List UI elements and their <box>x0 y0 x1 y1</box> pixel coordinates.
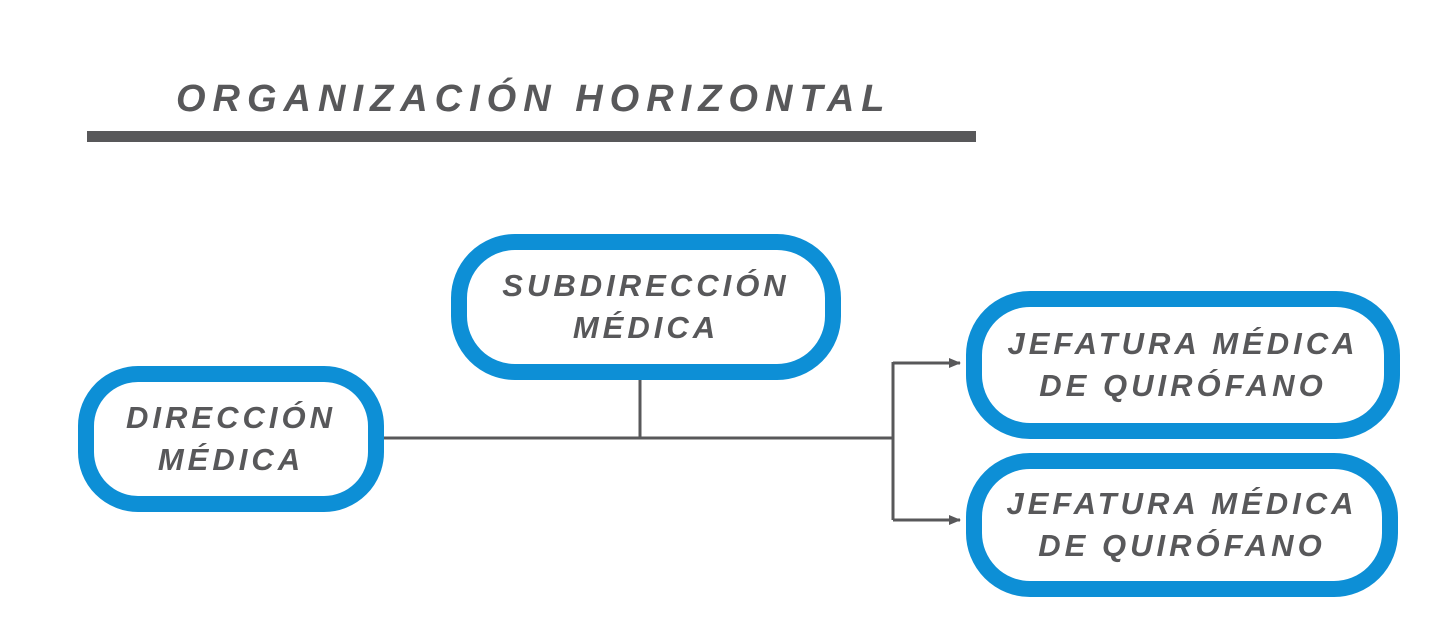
jefatura-quirofano-label-2: JEFATURA MÉDICA DE QUIRÓFANO <box>1006 486 1358 563</box>
title-underline <box>87 131 976 142</box>
subdireccion-medica-node: SUBDIRECCIÓN MÉDICA <box>451 234 841 380</box>
direccion-medica-node: DIRECCIÓN MÉDICA <box>78 366 384 512</box>
jefatura-quirofano-label-1: JEFATURA MÉDICA DE QUIRÓFANO <box>1007 326 1359 403</box>
jefatura-quirofano-node-2: JEFATURA MÉDICA DE QUIRÓFANO <box>966 453 1398 597</box>
subdireccion-medica-label: SUBDIRECCIÓN MÉDICA <box>502 268 790 345</box>
jefatura-quirofano-node-1: JEFATURA MÉDICA DE QUIRÓFANO <box>966 291 1400 439</box>
direccion-medica-label: DIRECCIÓN MÉDICA <box>126 400 336 477</box>
diagram-title: ORGANIZACIÓN HORIZONTAL <box>176 78 892 120</box>
